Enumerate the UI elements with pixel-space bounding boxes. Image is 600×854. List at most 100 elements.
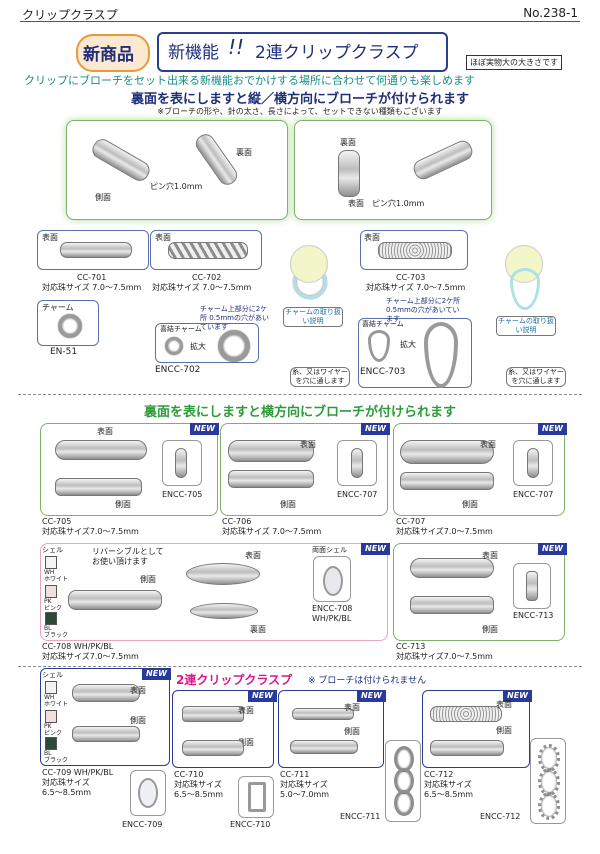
encc702-hole-note: チャーム上部分に2ケ所 0.5mmの穴があいています — [200, 305, 269, 331]
encc703-small-drop — [368, 330, 390, 362]
encc703-twist-label: 喜結チャーム — [362, 320, 404, 328]
cc709-shell-label: シェル — [42, 671, 63, 679]
cc710-image-face — [182, 706, 244, 722]
cc711-image-face — [292, 708, 354, 720]
cc709-swatch-wh — [45, 681, 57, 694]
cc706-image-face — [228, 440, 314, 462]
cc701-image — [60, 242, 132, 258]
demo-left-pin-label: ピン穴1.0mm — [150, 182, 203, 191]
cc703-bead: 対応珠サイズ 7.0〜7.5mm — [366, 283, 466, 292]
page-number: No.238-1 — [523, 6, 578, 20]
cc708-new-tag: NEW — [361, 543, 390, 555]
cc708-swatch-wh — [45, 556, 57, 569]
encc702-small-ring — [165, 337, 183, 355]
thread-note-right: 糸、又はワイヤーを穴に通します — [506, 367, 566, 387]
cc707-charm-code: ENCC-707 — [513, 490, 554, 499]
encc702-twist-label: 喜結チャーム — [160, 325, 202, 333]
cc713-code: CC-713 — [396, 642, 426, 651]
cc706-charm-image — [351, 448, 363, 478]
charm-howto-label-right: チャームの取り扱い説明 — [496, 316, 556, 336]
cc708-image-face — [186, 563, 260, 585]
cc711-code: CC-711 — [280, 770, 310, 779]
section-divider-2 — [18, 666, 582, 667]
cc710-image-side — [182, 740, 244, 756]
cc709-swatch-bl — [45, 737, 57, 750]
headline-prefix: 新機能 — [168, 43, 219, 63]
cc709-image-face — [72, 684, 140, 702]
cc709-box — [40, 668, 170, 766]
cc712-side: 側面 — [496, 726, 512, 735]
cc712-image-face — [430, 706, 502, 722]
cc710-face: 表面 — [238, 706, 254, 715]
cc708-swatch-pk — [45, 585, 57, 598]
cc706-image-side — [228, 470, 314, 488]
headline-main: 2連クリップクラスプ — [255, 43, 419, 63]
encc702-zoom: 拡大 — [190, 342, 206, 351]
cc708-double-shell: 両面シェル — [312, 546, 347, 554]
section-divider — [18, 394, 582, 395]
demo-right-back-label: 裏面 — [340, 138, 356, 147]
cc711-bead-label: 対応珠サイズ — [280, 780, 328, 789]
cc711-side: 側面 — [344, 727, 360, 736]
cc709-charm-code: ENCC-709 — [122, 820, 163, 829]
cc708-side: 側面 — [140, 575, 156, 584]
cc706-charm-code: ENCC-707 — [337, 490, 378, 499]
cc711-box — [278, 690, 384, 768]
cc712-chain-link-3 — [538, 792, 560, 820]
cc709-charm-image — [138, 778, 158, 808]
cc705-charm-code: ENCC-705 — [162, 490, 203, 499]
new-product-label: 新商品 — [83, 45, 134, 65]
encc703-code: ENCC-703 — [360, 367, 406, 377]
cc709-bead: 6.5〜8.5mm — [42, 788, 92, 797]
cc707-image-face — [400, 440, 494, 464]
cc705-new-tag: NEW — [190, 423, 219, 435]
cc709-image-side — [72, 726, 140, 742]
cc712-code: CC-712 — [424, 770, 454, 779]
cc709-wh: WH ホワイト — [44, 694, 69, 708]
demo-right-pin-label: ピン穴1.0mm — [372, 199, 425, 208]
en51-charm-label: チャーム — [42, 303, 74, 312]
cc708-charm-code: ENCC-708 — [312, 604, 353, 613]
cc708-shell-label: シェル — [42, 546, 63, 554]
cc705-charm-box — [162, 440, 202, 486]
cc710-code: CC-710 — [174, 770, 204, 779]
cc710-bead-label: 対応珠サイズ — [174, 780, 222, 789]
cc709-bl: BL ブラック — [44, 750, 69, 764]
cc705-code: CC-705 — [42, 517, 72, 526]
cc709-face: 表面 — [130, 686, 146, 695]
cc706-code: CC-706 — [222, 517, 252, 526]
cc708-reversible: リバーシブルとして お使い頂けます — [92, 547, 164, 566]
cc711-charm-code: ENCC-711 — [340, 812, 381, 821]
cc710-bead: 6.5〜8.5mm — [174, 790, 224, 799]
intro-line-3: ※ブローチの形や、針の太さ、長さによって、セットできない種類もございます — [157, 107, 443, 116]
cc710-charm-code: ENCC-710 — [230, 820, 271, 829]
cc701-face: 表面 — [42, 233, 58, 242]
cc706-side: 側面 — [280, 500, 296, 509]
cc708-image-side — [68, 590, 162, 610]
headline-exclaim: !! — [228, 35, 245, 59]
cc706-face: 表面 — [300, 440, 316, 449]
encc703-zoom: 拡大 — [400, 340, 416, 349]
cc711-chain-link-3 — [394, 790, 414, 816]
cc712-face: 表面 — [496, 700, 512, 709]
new-product-badge — [76, 34, 150, 72]
cc713-bead: 対応珠サイズ7.0〜7.5mm — [396, 652, 493, 661]
encc702-code: ENCC-702 — [155, 365, 201, 375]
cc705-image-face — [55, 440, 147, 460]
en51-ring — [58, 314, 82, 338]
demo-box-horizontal — [294, 120, 492, 220]
cc708-bl: BL ブラック — [44, 625, 69, 639]
demo-right-front-label: 表面 — [348, 199, 364, 208]
cc708-face: 表面 — [245, 551, 261, 560]
cc709-bead-label: 対応珠サイズ — [42, 778, 90, 787]
encc702-large-ring — [218, 330, 250, 362]
charm-howto-drop-right — [510, 268, 540, 310]
intro-line-1: クリップにブローチをセット出来る新機能おでかけする場所に合わせて何通りも楽しめま… — [24, 74, 475, 87]
cc709-side: 側面 — [130, 716, 146, 725]
intro-line-2: 裏面を表にしますと縦／横方向にブローチが付けられます — [130, 92, 469, 107]
encc703-large-drop — [424, 322, 458, 388]
cc702-image — [168, 242, 248, 259]
thread-note-left: 糸、又はワイヤーを穴に通します — [290, 367, 350, 387]
cc708-wh: WH ホワイト — [44, 569, 69, 583]
cc702-code: CC-702 — [192, 273, 222, 282]
